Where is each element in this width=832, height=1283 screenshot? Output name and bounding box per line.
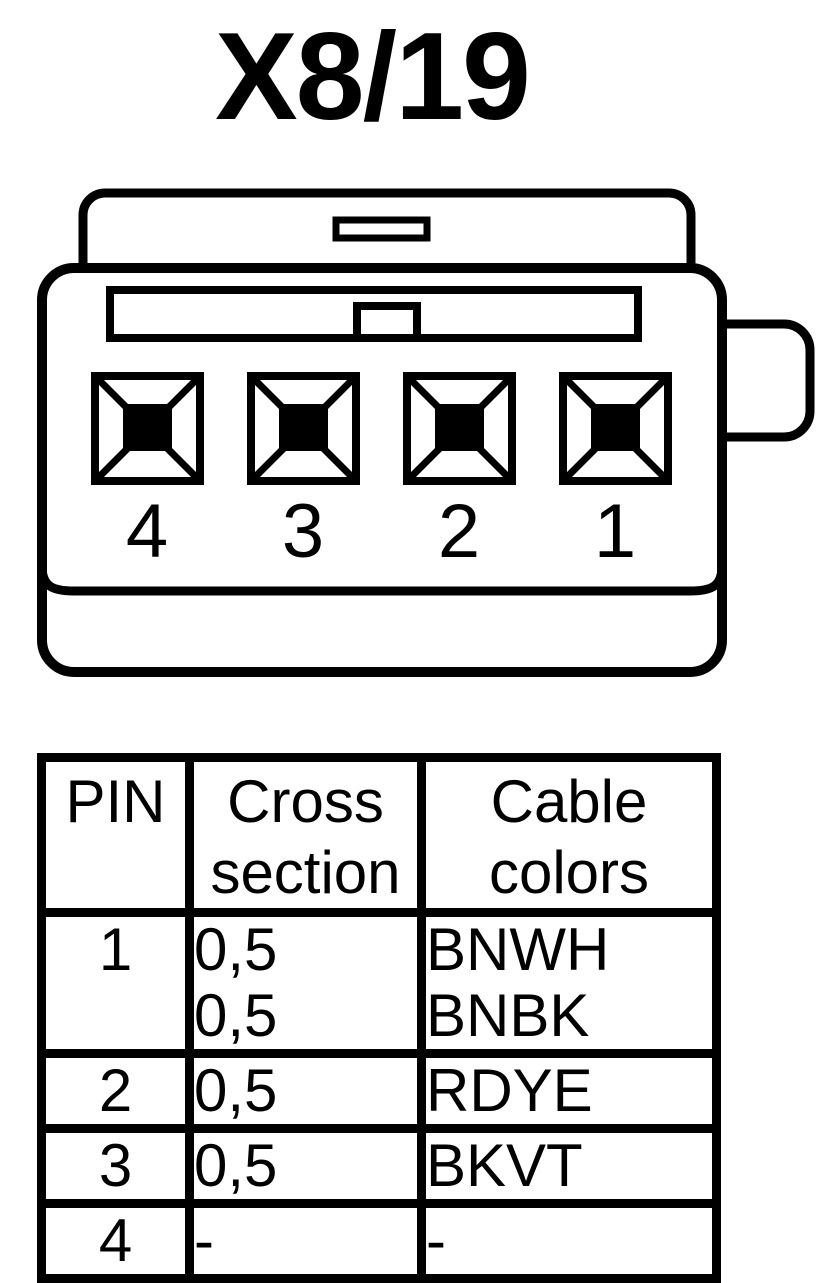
pin-assignment-table: PIN Cross section Cable colors 1 0,5 0,5… — [37, 753, 721, 1283]
header-pin: PIN — [37, 753, 194, 917]
pin-cavity — [279, 404, 328, 451]
pin-socket-1 — [559, 372, 672, 485]
pin-socket-2 — [403, 372, 516, 485]
cable-color-values: - — [417, 1199, 721, 1283]
cross-section-values: 0,5 0,5 — [185, 908, 426, 1058]
top-tab-slot — [332, 216, 431, 242]
cross-section-values: 0,5 — [185, 1049, 426, 1133]
pin-label-4: 4 — [126, 489, 168, 574]
pin-socket-4 — [91, 372, 204, 485]
pin-number: 3 — [37, 1124, 194, 1208]
table-row-pin1: 1 0,5 0,5 BNWH BNBK — [37, 908, 721, 1058]
table-row-pin4: 4 - - — [37, 1199, 721, 1283]
cross-section-values: - — [185, 1199, 426, 1283]
pin-cavity — [435, 404, 484, 451]
table-row-pin2: 2 0,5 RDYE — [37, 1049, 721, 1133]
pin-number: 4 — [37, 1199, 194, 1283]
cross-section-values: 0,5 — [185, 1124, 426, 1208]
table-header-row: PIN Cross section Cable colors — [37, 753, 721, 917]
housing-seam-line — [37, 565, 727, 596]
header-pin-label: PIN — [65, 768, 166, 835]
pin-label-3: 3 — [282, 489, 324, 574]
connector-title: X8/19 — [214, 8, 531, 146]
cable-color-values: RDYE — [417, 1049, 721, 1133]
header-cross-section: Cross section — [185, 753, 426, 917]
pin-socket-3 — [247, 372, 360, 485]
cable-color-values: BNWH BNBK — [417, 908, 721, 1058]
connector-diagram: 4 3 2 1 — [37, 188, 815, 677]
pin-cavity — [123, 404, 172, 451]
connector-housing — [37, 263, 727, 677]
cable-color-values: BKVT — [417, 1124, 721, 1208]
key-notch — [353, 302, 421, 342]
pin-cavity — [591, 404, 640, 451]
pin-number: 2 — [37, 1049, 194, 1133]
pin-number: 1 — [37, 908, 194, 1058]
table-row-pin3: 3 0,5 BKVT — [37, 1124, 721, 1208]
header-cable-colors: Cable colors — [417, 753, 721, 917]
pin-label-1: 1 — [594, 489, 636, 574]
pin-label-2: 2 — [438, 489, 480, 574]
